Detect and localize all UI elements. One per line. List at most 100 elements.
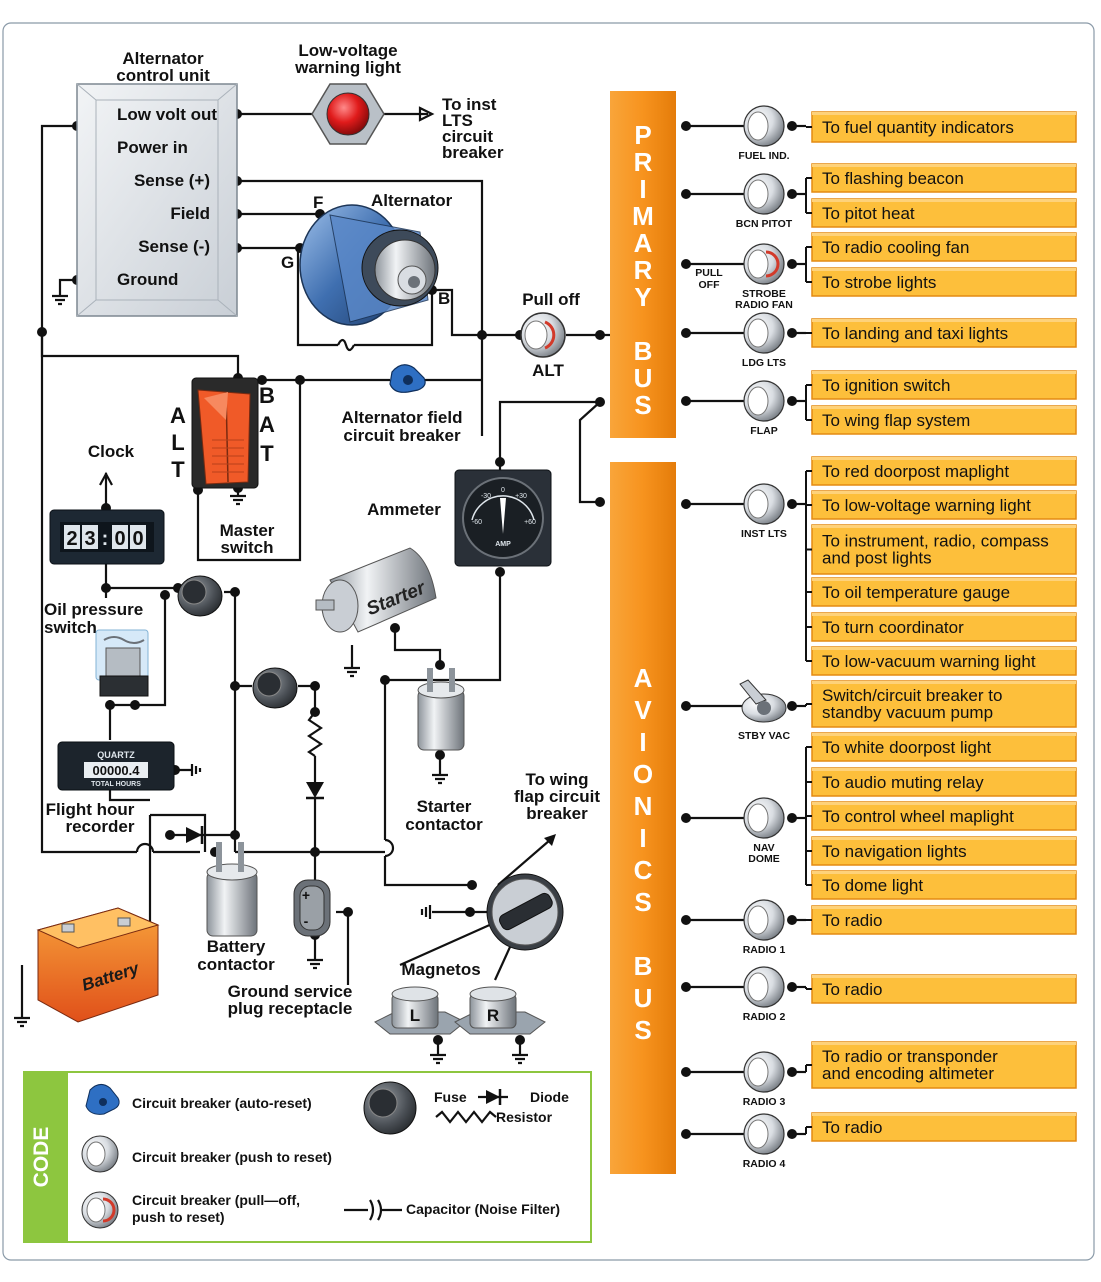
lvwl-title-line2: warning light [294,58,401,77]
avionics-bus-letter-7: C [634,855,653,885]
diode-vertical [306,782,324,800]
lvwl-title-line1: Low-voltage [298,41,397,60]
breaker-nav-label-line1: NAV [753,842,774,854]
legend-cb-pull-line2: push to reset) [132,1209,225,1225]
to-inst-lts-line4: breaker [442,143,504,162]
to-inst-lts-line1: To inst [442,95,497,114]
acu-title-line2: control unit [116,66,210,85]
bus-destinations: To fuel quantity indicators To flashing b… [806,111,1077,1142]
ground-service-plug: + - Ground service plug receptacle [228,879,353,1018]
alt-breaker-label: ALT [532,361,564,380]
starter-contactor-line1: Starter [417,797,472,816]
avionics-bus-letter-12: S [634,1015,651,1045]
legend-cb-push: Circuit breaker (push to reset) [132,1149,332,1165]
destination-23-line2: and encoding altimeter [822,1064,994,1083]
breaker-inst[interactable]: INST LTS [681,483,797,540]
destination-box-7: To ignition switch [806,370,1077,400]
breaker-ldg[interactable]: LDG LTS [681,312,797,369]
starter-contactor: Starter contactor [405,668,483,834]
destination-8-line1: To wing flap system [822,411,970,430]
starter-motor: Starter [315,547,437,633]
master-switch-line2: switch [221,538,274,557]
destination-14-line1: To low-vacuum warning light [822,652,1036,671]
avionics-bus-letter-8: S [634,887,651,917]
primary-bus-letter-7: Y [634,282,651,312]
acu-pin-sense-minus: Sense (-) [138,237,210,256]
low-voltage-warning-light: Low-voltage warning light To inst LTS ci… [294,41,504,162]
flight-hour-line1: Flight hour [46,800,135,819]
destination-box-19: To navigation lights [806,836,1077,866]
breaker-radio4[interactable]: RADIO 4 [681,1113,797,1170]
ignition-switch[interactable] [486,873,564,951]
oil-pressure-switch: Oil pressure switch [44,600,149,697]
acu-pin-ground: Ground [117,270,178,289]
master-switch[interactable]: A L T B A T Master switch [170,377,275,557]
oil-pressure-line2: switch [44,618,97,637]
switch-alt-letter-1: A [170,403,186,428]
alternator-terminal-b: B [438,289,450,308]
master-switch-line1: Master [220,521,275,540]
to-wing-flap-line2: flap circuit [514,787,600,806]
alt-field-cb-line1: Alternator field [342,408,463,427]
destination-box-3: To pitot heat [806,198,1077,228]
breaker-fuel[interactable]: FUEL IND. [681,105,797,162]
primary-bus-letter-4: M [632,201,654,231]
destination-15-line2: standby vacuum pump [822,703,993,722]
magneto-right-letter: R [487,1006,499,1025]
flight-hour-line2: recorder [66,817,135,836]
alternator-terminal-g: G [281,253,294,272]
flight-hour-recorder: QUARTZ 00000.4 TOTAL HOURS Flight hour r… [46,741,175,836]
switch-bat-letter-1: B [259,383,275,408]
breaker-radio3-label-line1: RADIO 3 [743,1096,786,1108]
magnetos-label: Magnetos [401,960,480,979]
breaker-inst-label-line1: INST LTS [741,528,787,540]
lamp-lens [326,92,370,136]
alt-pull-off-breaker: Pull off ALT [520,290,580,380]
alternator-terminal-f: F [313,193,323,212]
breaker-strobe-label-line1: STROBE [742,288,786,300]
breaker-radio1[interactable]: RADIO 1 [681,899,797,956]
avionics-bus-letter-3: I [639,727,646,757]
to-wing-flap-line3: breaker [526,804,588,823]
diode-horizontal [186,826,204,844]
destination-10-line1: To low-voltage warning light [822,496,1031,515]
alternator-label: Alternator [371,191,453,210]
clock-digit-1: 2 [66,528,77,550]
destination-6-line1: To landing and taxi lights [822,324,1008,343]
destination-1-line1: To fuel quantity indicators [822,118,1014,137]
breaker-radio4-label-line1: RADIO 4 [743,1158,786,1170]
destination-box-1: To fuel quantity indicators [806,111,1077,143]
ground-service-line2: plug receptacle [228,999,353,1018]
breaker-radio2-label-line1: RADIO 2 [743,1011,786,1023]
alt-field-cb-line2: circuit breaker [343,426,461,445]
destination-box-21: To radio [806,905,1077,935]
breaker-stby[interactable]: STBY VAC [681,679,797,742]
clock-fuse [177,575,223,617]
breaker-flap[interactable]: FLAP [681,380,797,437]
ground-service-line1: Ground service [228,982,353,1001]
destination-box-24: To radio [806,1112,1077,1142]
destination-box-6: To landing and taxi lights [806,318,1077,348]
breaker-fuel-label-line1: FUEL IND. [738,150,789,162]
legend-diode: Diode [530,1089,569,1105]
breaker-ldg-label-line1: LDG LTS [742,357,786,369]
destination-box-2: To flashing beacon [806,163,1077,193]
destination-4-line1: To radio cooling fan [822,238,969,257]
avionics-bus-letter-4: O [633,759,653,789]
acu-pin-low-volt-out: Low volt out [117,105,217,124]
breaker-strobe-label-line2: RADIO FAN [735,299,793,311]
ammeter: Ammeter -30 0 +30 -60 +60 AMP [367,469,552,567]
breaker-radio3[interactable]: RADIO 3 [681,1051,797,1108]
battery-contactor-line2: contactor [197,955,275,974]
destination-23-line1: To radio or transponder [822,1047,998,1066]
breaker-bcn[interactable]: BCN PITOT [681,173,797,230]
destination-box-18: To control wheel maplight [806,801,1077,831]
clock-digit-3: 0 [114,528,125,550]
destination-box-12: To oil temperature gauge [806,577,1077,607]
